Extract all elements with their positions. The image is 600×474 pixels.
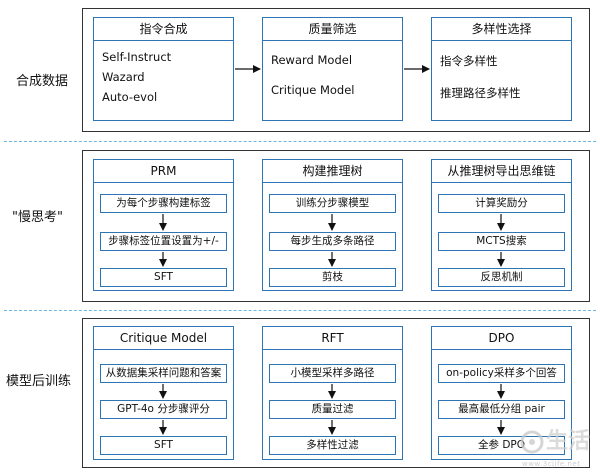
card-line: Self-Instruct — [102, 50, 172, 64]
card-line: Wazard — [102, 70, 145, 84]
step-box: 为每个步骤构建标签 — [100, 194, 227, 213]
card-line: 指令多样性 — [440, 54, 498, 68]
card-line: Critique Model — [271, 83, 355, 97]
step-box: 最高最低分组 pair — [438, 400, 565, 419]
step-box: 计算奖励分 — [438, 194, 565, 213]
card-diversity-selection: 多样性选择 指令多样性 推理路径多样性 — [431, 17, 572, 121]
card-title: 构建推理树 — [263, 160, 402, 183]
step-box: SFT — [100, 268, 227, 287]
card-title: PRM — [94, 160, 233, 183]
step-box: 每步生成多条路径 — [269, 232, 396, 251]
step-box: MCTS搜索 — [438, 232, 565, 251]
card-title: 指令合成 — [94, 18, 233, 41]
card-title: 多样性选择 — [432, 18, 571, 41]
section-label-synthetic-data: 合成数据 — [16, 74, 69, 89]
section-label-slow-thinking: "慢思考" — [12, 210, 63, 225]
section-label-post-training: 模型后训练 — [6, 374, 72, 389]
step-box: 小模型采样多路径 — [269, 364, 396, 383]
section-divider — [4, 141, 596, 142]
step-box: 反思机制 — [438, 268, 565, 287]
card-title: 质量筛选 — [263, 18, 402, 41]
step-box: 剪枝 — [269, 268, 396, 287]
section-divider — [4, 310, 596, 311]
step-box: 训练分步骤模型 — [269, 194, 396, 213]
card-line: Auto-evol — [102, 90, 158, 104]
step-box: 多样性过滤 — [269, 436, 396, 455]
step-box: 从数据集采样问题和答案 — [100, 364, 227, 383]
watermark-logo-icon — [520, 430, 544, 454]
step-box: GPT-4o 分步骤评分 — [100, 400, 227, 419]
watermark-text: 生活 — [546, 429, 591, 454]
step-box: on-policy采样多个回答 — [438, 364, 565, 383]
card-title: Critique Model — [94, 327, 233, 350]
card-line: Reward Model — [271, 53, 353, 67]
card-instruction-synthesis: 指令合成 Self-Instruct Wazard Auto-evol — [93, 17, 234, 121]
card-title: DPO — [432, 327, 571, 350]
step-box: 质量过滤 — [269, 400, 396, 419]
step-box: SFT — [100, 436, 227, 455]
watermark: 生活 www.3cjife.net — [520, 426, 600, 474]
watermark-url: www.3cjife.net — [522, 460, 581, 468]
card-title: RFT — [263, 327, 402, 350]
card-title: 从推理树导出思维链 — [432, 160, 571, 183]
step-box: 步骤标签位置设置为+/- — [100, 232, 227, 251]
card-quality-filtering: 质量筛选 Reward Model Critique Model — [262, 17, 403, 121]
card-line: 推理路径多样性 — [440, 86, 521, 100]
